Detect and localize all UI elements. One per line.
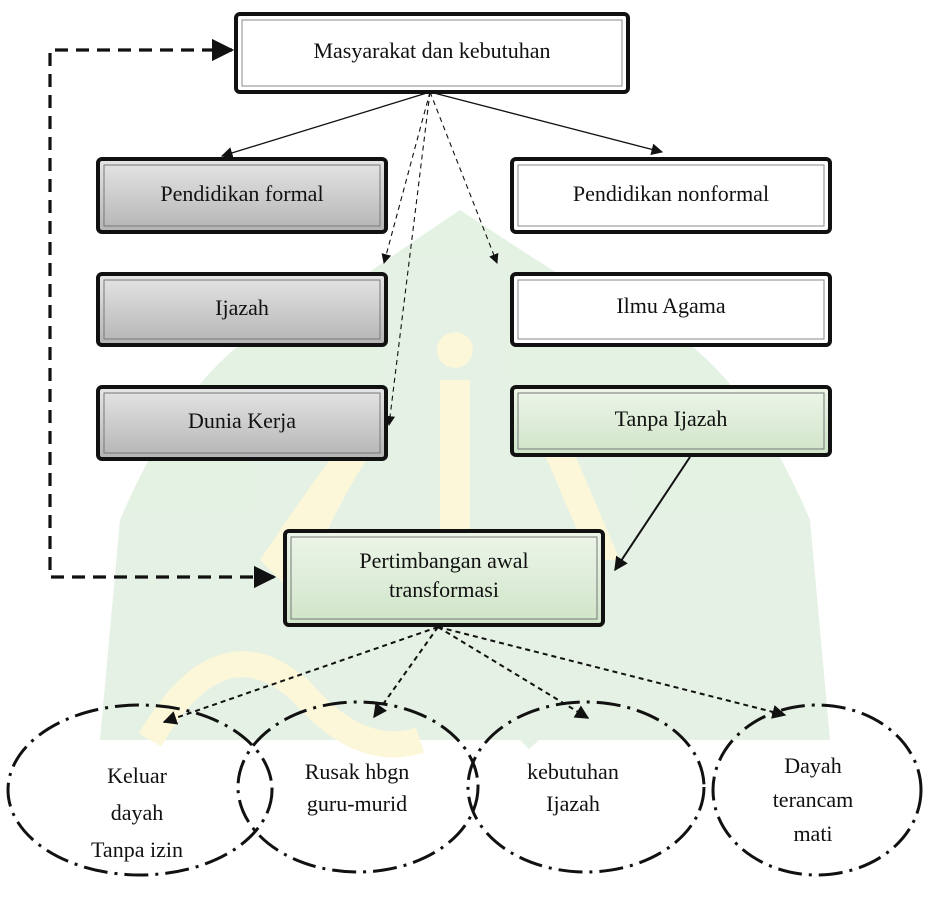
ellipse-dayah-terancam: Dayah terancam mati	[711, 703, 923, 877]
dayah-line-2: terancam	[773, 787, 854, 812]
masyarakat-label: Masyarakat dan kebutuhan	[313, 38, 550, 63]
tanpa-ijazah-label: Tanpa Ijazah	[615, 406, 728, 431]
box-pertimbangan: Pertimbangan awal transformasi	[283, 529, 605, 627]
arrow-to-rusak-hbgn	[373, 626, 439, 719]
rusak-line-1: Rusak hbgn	[305, 759, 410, 784]
dunia-kerja-label: Dunia Kerja	[188, 408, 296, 433]
ilmu-agama-label: Ilmu Agama	[616, 293, 726, 318]
keluar-line-3: Tanpa izin	[91, 837, 183, 862]
arrow-to-dayah-terancam	[437, 626, 787, 719]
rusak-line-2: guru-murid	[307, 791, 407, 816]
ellipse-kebutuhan-ijazah: kebutuhan Ijazah	[466, 700, 706, 874]
nonformal-label: Pendidikan nonformal	[573, 181, 769, 206]
box-tanpa-ijazah: Tanpa Ijazah	[510, 385, 832, 457]
pertimbangan-line-2: transformasi	[389, 577, 499, 602]
keluar-line-2: dayah	[111, 800, 164, 825]
arrow-to-ijazah	[381, 91, 431, 264]
ellipse-rusak-hbgn: Rusak hbgn guru-murid	[236, 700, 480, 874]
box-dunia-kerja: Dunia Kerja	[96, 385, 388, 461]
box-pendidikan-formal: Pendidikan formal	[96, 157, 388, 234]
dayah-line-3: mati	[793, 821, 832, 846]
box-ijazah: Ijazah	[96, 272, 388, 347]
arrow-to-nonformal	[429, 91, 664, 156]
arrow-to-keluar-dayah	[162, 626, 439, 725]
arrow-to-ilmu-agama	[429, 91, 499, 264]
keluar-line-1: Keluar	[107, 763, 168, 788]
ellipse-keluar-dayah: Keluar dayah Tanpa izin	[6, 703, 274, 877]
ijazah-label: Ijazah	[215, 295, 269, 320]
feedback-loop	[48, 38, 277, 589]
formal-label: Pendidikan formal	[160, 181, 323, 206]
box-ilmu-agama: Ilmu Agama	[510, 272, 832, 347]
kebutuhan-line-2: Ijazah	[546, 791, 600, 816]
box-pendidikan-nonformal: Pendidikan nonformal	[510, 157, 832, 234]
dayah-line-1: Dayah	[784, 753, 841, 778]
pertimbangan-line-1: Pertimbangan awal	[359, 548, 528, 573]
kebutuhan-line-1: kebutuhan	[527, 759, 619, 784]
arrow-to-pertimbangan	[614, 456, 691, 572]
arrow-to-formal	[220, 91, 431, 159]
box-masyarakat: Masyarakat dan kebutuhan	[234, 12, 630, 94]
arrow-to-dunia-kerja	[385, 91, 431, 426]
